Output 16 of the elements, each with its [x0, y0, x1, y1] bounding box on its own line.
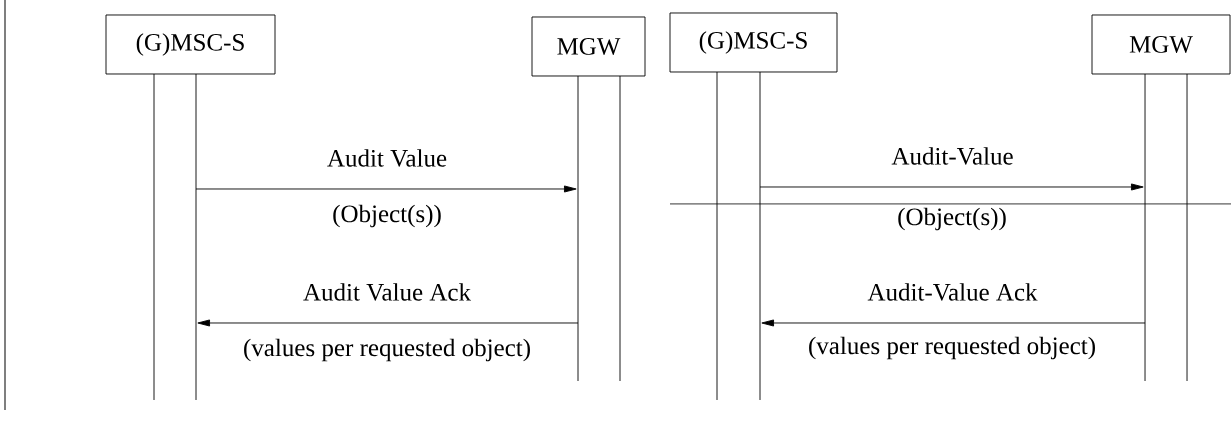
- entity-box: (G)MSC-S: [669, 12, 838, 73]
- message-arrow: [197, 319, 579, 327]
- message-arrow: [759, 183, 1144, 191]
- message-arrow: [195, 185, 577, 193]
- message-arrow: [761, 319, 1146, 327]
- parameter-label: (Object(s)): [898, 207, 1006, 231]
- entity-box: MGW: [531, 16, 646, 77]
- message-label: Audit-Value: [890, 146, 1015, 166]
- entity-box: (G)MSC-S: [105, 14, 276, 75]
- parameter-label: (Object(s)): [333, 204, 441, 228]
- entity-box: MGW: [1091, 14, 1231, 75]
- parameter-label: (values per requested object): [244, 338, 530, 362]
- message-label: Audit Value Ack: [302, 282, 472, 302]
- message-label: Audit-Value Ack: [866, 282, 1039, 302]
- parameter-label: (values per requested object): [809, 336, 1095, 360]
- message-label: Audit Value: [325, 148, 449, 168]
